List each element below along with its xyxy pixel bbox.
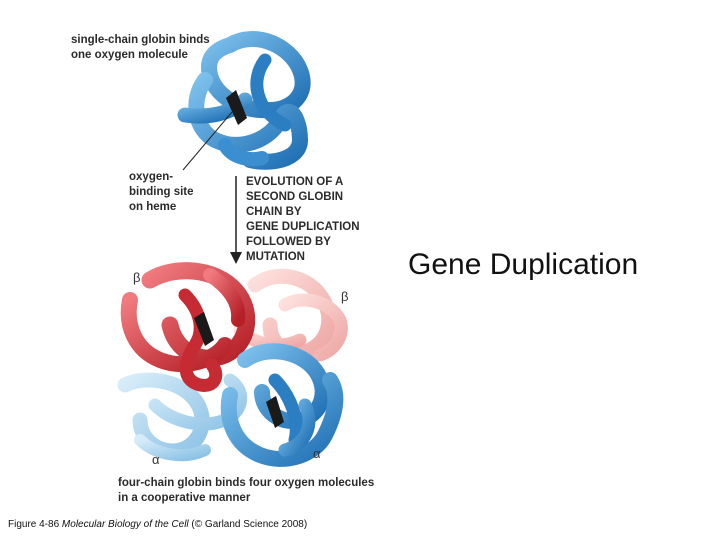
- heme-blue-alpha: [266, 396, 284, 428]
- site-label-line3: on heme: [129, 201, 177, 213]
- top-label-line2: one oxygen molecule: [71, 49, 188, 61]
- evolution-arrow: [230, 176, 242, 264]
- alpha-right-label: α: [313, 446, 321, 461]
- bottom-label: four-chain globin binds four oxygen mole…: [118, 476, 374, 506]
- evolution-line1: EVOLUTION OF A: [246, 176, 344, 188]
- caption-book-title: Molecular Biology of the Cell: [61, 519, 189, 530]
- pink-beta-chain: [233, 268, 348, 362]
- beta-right-label: β: [341, 289, 349, 304]
- top-label-line1: single-chain globin binds: [71, 34, 210, 46]
- figure-caption: Figure 4-86 Molecular Biology of the Cel…: [8, 519, 307, 530]
- site-label: oxygen- binding site on heme: [129, 170, 194, 215]
- bottom-label-line1: four-chain globin binds four oxygen mole…: [118, 477, 375, 489]
- single-chain-globin: [177, 31, 311, 170]
- evolution-line3: CHAIN BY: [246, 206, 302, 218]
- evolution-label: EVOLUTION OF A SECOND GLOBIN CHAIN BY GE…: [246, 175, 360, 265]
- site-pointer-line: [182, 111, 233, 171]
- top-label: single-chain globin binds one oxygen mol…: [71, 33, 210, 63]
- site-label-line1: oxygen-: [129, 171, 174, 183]
- site-label-line2: binding site: [129, 186, 194, 198]
- heme-red-beta: [194, 312, 214, 346]
- heme-top: [226, 90, 247, 125]
- caption-suffix: (© Garland Science 2008): [188, 519, 308, 530]
- beta-left-label: β: [133, 270, 141, 285]
- caption-prefix: Figure 4-86: [8, 519, 62, 530]
- evolution-line4: GENE DUPLICATION: [246, 221, 360, 233]
- evolution-line2: SECOND GLOBIN: [246, 191, 344, 203]
- alpha-left-label: α: [152, 452, 160, 467]
- red-beta-chain: [120, 262, 256, 392]
- evolution-line5: FOLLOWED BY: [246, 236, 331, 248]
- slide-title: Gene Duplication: [408, 248, 639, 281]
- bottom-label-line2: in a cooperative manner: [118, 492, 251, 504]
- evolution-line6: MUTATION: [246, 251, 305, 263]
